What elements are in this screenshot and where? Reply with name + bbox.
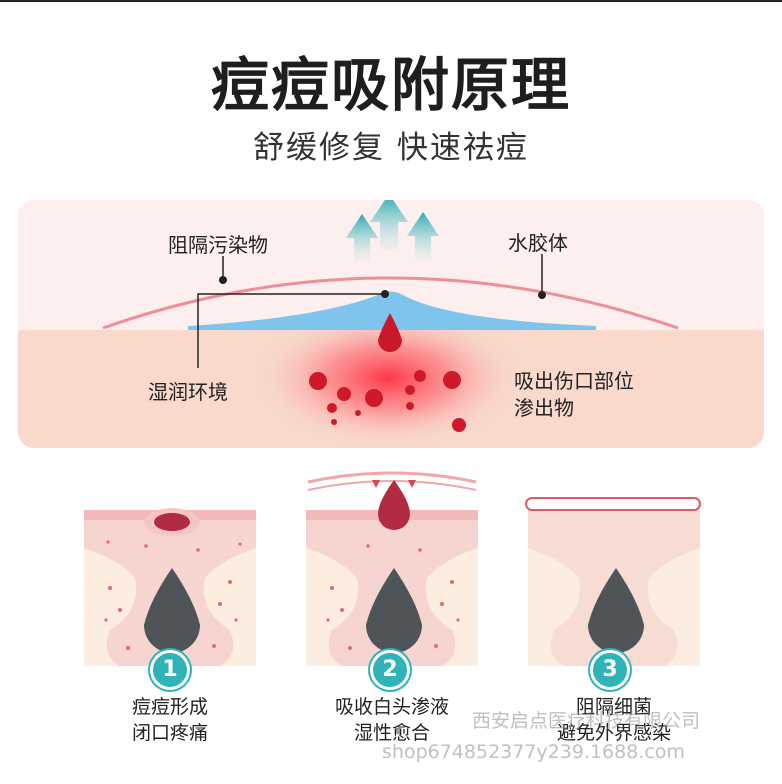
label-absorb-line2: 渗出物 [514, 396, 574, 420]
hydrocolloid-layer [102, 276, 679, 330]
bacteria-barrier-graphic [525, 497, 701, 666]
step-3-badge: 3 [590, 650, 630, 690]
step-1-caption: 痘痘形成 闭口疼痛 [50, 694, 290, 746]
absorption-diagram: 阻隔污染物 水胶体 湿润环境 吸出伤口部位 渗出物 [18, 200, 764, 448]
label-hydrocolloid: 水胶体 [508, 231, 568, 255]
step-2-caption: 吸收白头渗液 湿性愈合 [272, 694, 512, 746]
step-1-line1: 痘痘形成 [131, 696, 208, 718]
page-title: 痘痘吸附原理 [210, 51, 571, 119]
arrow-up-icon [370, 200, 408, 250]
step-2-badge: 2 [370, 650, 410, 690]
step-2: 2 吸收白头渗液 湿性愈合 [302, 470, 482, 770]
label-absorb-line1: 吸出伤口部位 [514, 369, 634, 393]
step-2-line2: 湿性愈合 [353, 722, 430, 744]
diagram-graphic [18, 200, 764, 448]
watermark-url: shop674852377y239.1688.com [382, 741, 685, 763]
step-3-caption: 阻隔细菌 避免外界感染 [494, 694, 734, 746]
step-2-line1: 吸收白头渗液 [334, 696, 449, 718]
label-barrier: 阻隔污染物 [168, 233, 268, 257]
blood-drop-icon [378, 313, 402, 352]
inflammation-area [253, 315, 523, 448]
step-3-line2: 避免外界感染 [556, 722, 671, 744]
label-moist-environment: 湿润环境 [148, 380, 228, 404]
arrow-up-icon [407, 212, 439, 260]
step-3-line1: 阻隔细菌 [575, 696, 652, 718]
step-1-badge: 1 [150, 650, 190, 690]
step-3: 3 阻隔细菌 避免外界感染 [524, 470, 704, 770]
arrow-up-icon [346, 214, 378, 260]
leader-lines [197, 254, 546, 368]
pimple-formation-graphic [84, 508, 256, 666]
top-border [0, 0, 782, 2]
absorption-step-graphic [306, 471, 478, 666]
upward-arrows [346, 200, 439, 260]
step-1: 1 痘痘形成 闭口疼痛 [80, 470, 260, 770]
steps-section: 1 痘痘形成 闭口疼痛 2 吸收白头渗液 湿性愈合 [0, 470, 782, 770]
absorbed-fluid-layer [188, 291, 596, 330]
exudate-dots [309, 370, 466, 432]
step-1-line2: 闭口疼痛 [131, 722, 208, 744]
page-subtitle: 舒缓修复 快速祛痘 [253, 130, 529, 166]
watermark-company: 西安启点医疗科技有限公司 [472, 710, 701, 732]
